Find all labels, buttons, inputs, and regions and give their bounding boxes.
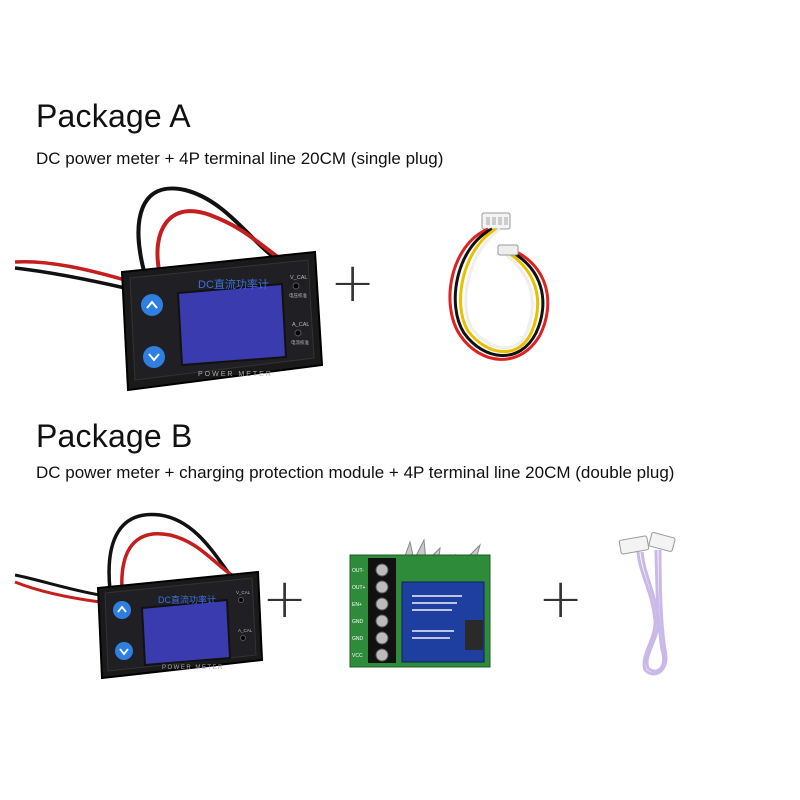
module-pin-label: GND — [352, 636, 364, 642]
module-pin-label: GND — [352, 619, 364, 625]
charging-protection-module-image: OUT- OUT+ EN+ GND GND VCC — [349, 538, 491, 668]
meter-b-brand-label: DC直流功率计 — [158, 594, 216, 605]
meter-footer-label: POWER METER — [198, 371, 273, 378]
module-pin-label: VCC — [352, 653, 363, 659]
package-a-title: Package A — [36, 98, 191, 134]
meter-b-footer-label: POWER METER — [162, 665, 224, 671]
a-cal-sub-label: 电流校准 — [291, 339, 309, 346]
package-a-description: DC power meter + 4P terminal line 20CM (… — [36, 149, 444, 168]
power-meter-image-a: DC直流功率计 POWER METER V_CAL 电压校准 A_CAL 电流校… — [14, 186, 324, 392]
package-b-description: DC power meter + charging protection mod… — [36, 463, 675, 482]
meter-brand-label: DC直流功率计 — [198, 277, 269, 291]
v-cal-sub-label: 电压校准 — [289, 292, 307, 299]
terminal-cable-image-a — [448, 212, 550, 361]
plus-sign-b2: + — [538, 567, 584, 630]
v-cal-label: V_CAL — [290, 275, 307, 281]
package-b-title: Package B — [36, 418, 193, 454]
power-meter-image-b: DC直流功率计 POWER METER V_CAL A_CAL — [14, 512, 264, 680]
module-pin-label: EN+ — [352, 602, 362, 608]
a-cal-label: A_CAL — [292, 322, 309, 328]
meter-b-v-cal-label: V_CAL — [236, 590, 251, 595]
terminal-cable-image-b — [618, 532, 676, 676]
plus-sign-b1: + — [262, 567, 308, 630]
module-pin-label: OUT+ — [352, 585, 366, 591]
plus-sign-a1: + — [330, 251, 376, 314]
module-pin-label: OUT- — [352, 568, 364, 574]
meter-b-a-cal-label: A_CAL — [238, 628, 253, 633]
